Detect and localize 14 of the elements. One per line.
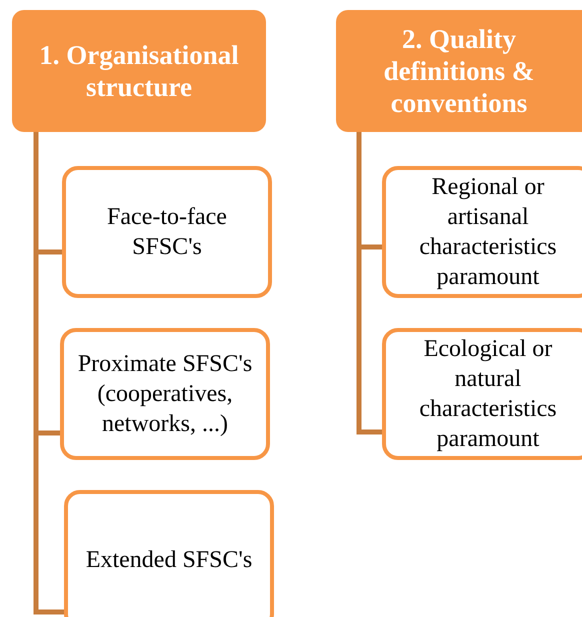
category-text: Proximate SFSC's (cooperatives, networks, ...) xyxy=(76,350,254,439)
category-box xyxy=(64,490,274,617)
header-title: 2. Quality definitions & conventions xyxy=(382,23,536,119)
category-text: Extended SFSC's xyxy=(86,546,252,575)
category-box xyxy=(382,328,582,460)
header-title: 1. Organisational structure xyxy=(38,39,240,103)
header-box xyxy=(336,10,582,132)
header-box xyxy=(12,10,266,132)
category-box xyxy=(62,166,272,298)
category-box xyxy=(382,166,582,298)
category-box xyxy=(60,328,270,460)
category-text: Face-to-face SFSC's xyxy=(106,203,228,262)
category-text: Ecological or natural characteristics paramount xyxy=(418,335,558,454)
category-text: Regional or artisanal characteristics paramount xyxy=(418,173,558,292)
